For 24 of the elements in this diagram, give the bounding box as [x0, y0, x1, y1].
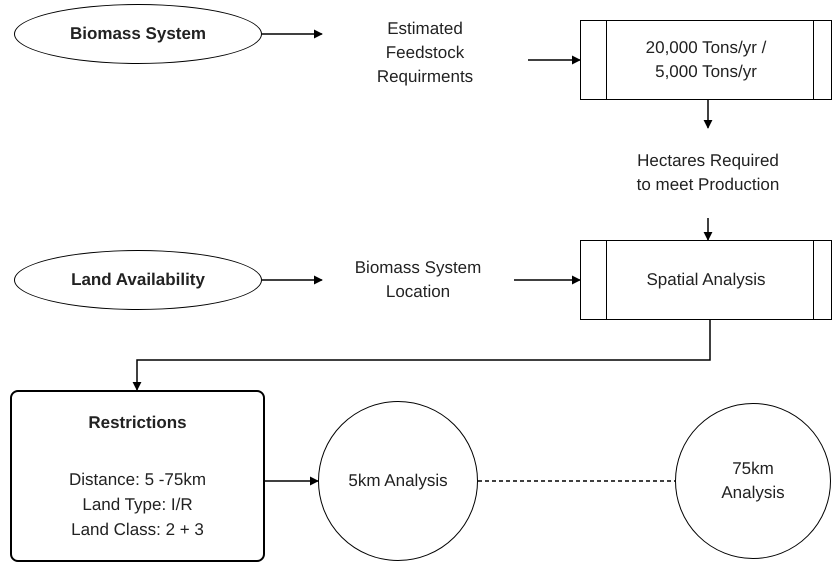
- node-label: 5km Analysis: [348, 470, 448, 492]
- process-box: [580, 240, 832, 320]
- connector-arrow: [704, 218, 712, 241]
- connector-arrow: [262, 276, 323, 284]
- box-heading: Restrictions: [88, 412, 187, 434]
- rounded-box: [10, 390, 265, 562]
- connector-arrow: [262, 30, 323, 38]
- flow-text: Hectares Required to meet Production: [636, 150, 780, 196]
- connector-arrow: [704, 100, 712, 129]
- restriction-line: Land Class: 2 + 3: [71, 519, 204, 541]
- flow-text: Biomass System Location: [354, 257, 482, 303]
- node-label: 20,000 Tons/yr / 5,000 Tons/yr: [644, 37, 768, 83]
- node-label: 75km Analysis: [720, 458, 786, 504]
- connector-arrow: [514, 276, 581, 284]
- connector-arrow: [265, 476, 319, 486]
- restriction-line: Land Type: I/R: [82, 494, 193, 516]
- node-label: Spatial Analysis: [646, 269, 766, 291]
- flow-text: Estimated Feedstock Requirments: [376, 18, 474, 88]
- connector-arrow: [132, 320, 711, 391]
- node-label: Land Availability: [71, 269, 205, 291]
- connector-arrow: [528, 56, 581, 64]
- process-box: [580, 20, 832, 100]
- restriction-line: Distance: 5 -75km: [69, 469, 206, 491]
- node-label: Biomass System: [70, 23, 206, 45]
